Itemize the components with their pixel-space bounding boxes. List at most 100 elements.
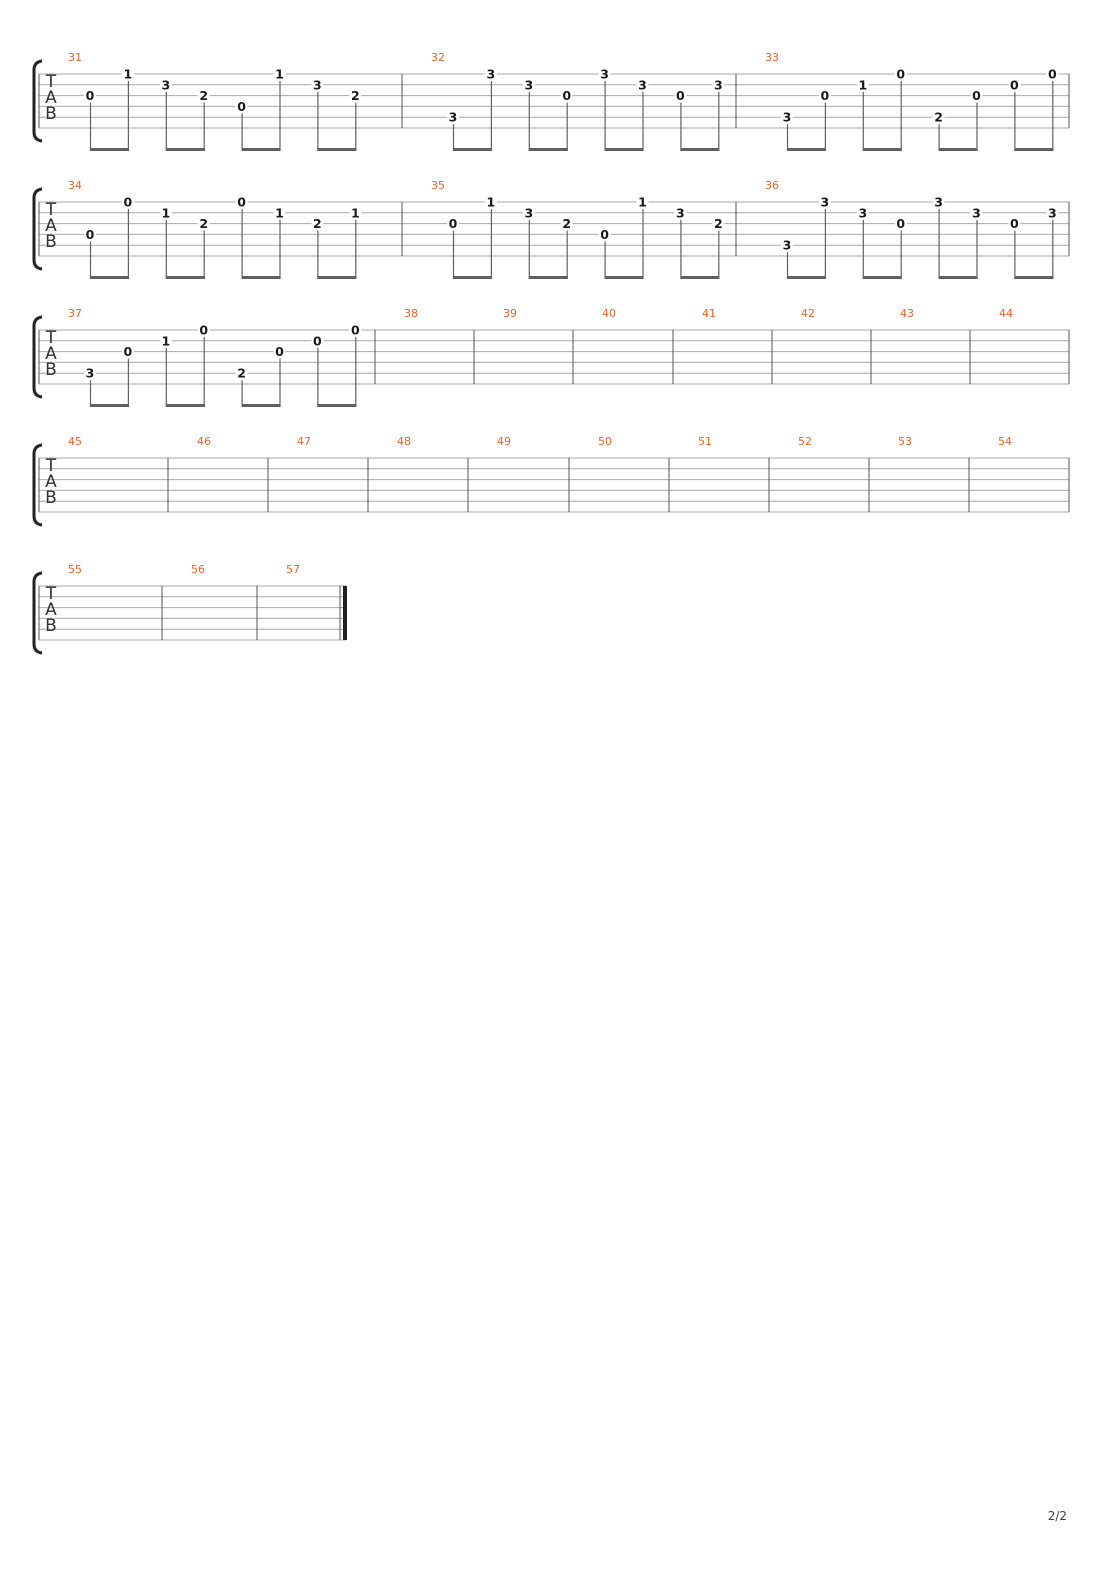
fret-knockout: [349, 324, 362, 336]
measure-number: 31: [68, 51, 82, 64]
fret-knockout: [349, 89, 362, 102]
note-beam: [1014, 276, 1054, 279]
measure-number: 36: [765, 179, 779, 192]
fret-knockout: [235, 100, 248, 113]
measure-number: 50: [598, 435, 612, 448]
measure-number: 35: [431, 179, 445, 192]
fret-knockout: [674, 89, 687, 102]
fret-number: 0: [86, 88, 95, 103]
fret-number: 0: [124, 344, 133, 359]
fret-number: 3: [783, 238, 792, 253]
note-beam: [165, 404, 205, 407]
fret-number: 2: [351, 88, 360, 103]
fret-number: 3: [86, 366, 95, 381]
measure-number: 45: [68, 435, 82, 448]
note-beam: [787, 276, 826, 279]
note-beam: [241, 404, 281, 407]
measure-number: 40: [602, 307, 616, 320]
fret-number: 1: [487, 195, 496, 210]
measure-number: 34: [68, 179, 82, 192]
fret-number: 2: [199, 88, 208, 103]
fret-number: 2: [237, 366, 246, 381]
note-beam: [453, 276, 492, 279]
fret-number: 0: [199, 323, 208, 338]
note-beam: [862, 148, 902, 151]
note-beam: [1014, 148, 1054, 151]
fret-knockout: [636, 78, 649, 91]
tab-clef-b: B: [45, 488, 57, 508]
fret-number: 0: [237, 195, 246, 210]
fret-knockout: [447, 217, 459, 230]
fret-number: 0: [351, 323, 360, 338]
note-beam: [317, 276, 357, 279]
fret-knockout: [311, 334, 324, 347]
measure-number: 44: [999, 307, 1013, 320]
fret-knockout: [636, 196, 649, 208]
fret-number: 1: [638, 195, 647, 210]
fret-knockout: [197, 217, 210, 230]
page-number: 2/2: [1047, 1509, 1067, 1523]
note-beam: [453, 148, 492, 151]
measure-number: 54: [998, 435, 1012, 448]
system-bracket: [32, 59, 43, 143]
note-beam: [938, 276, 978, 279]
fret-knockout: [484, 196, 497, 208]
fret-knockout: [84, 89, 96, 102]
measure-number: 37: [68, 307, 82, 320]
fret-knockout: [273, 206, 286, 219]
tab-clef-t: T: [45, 584, 57, 604]
note-beam: [317, 404, 357, 407]
fret-number: 3: [524, 205, 533, 220]
fret-number: 0: [275, 344, 284, 359]
fret-knockout: [781, 239, 793, 252]
fret-knockout: [674, 206, 687, 219]
fret-number: 0: [1048, 67, 1057, 82]
fret-knockout: [159, 334, 172, 347]
fret-knockout: [1008, 217, 1021, 230]
tab-clef-a: A: [45, 344, 57, 364]
note-beam: [90, 404, 129, 407]
fret-number: 3: [487, 67, 496, 82]
fret-knockout: [121, 345, 134, 358]
fret-number: 3: [449, 110, 458, 125]
fret-knockout: [84, 367, 96, 380]
fret-knockout: [84, 228, 96, 241]
measure-number: 56: [191, 563, 205, 576]
fret-number: 0: [600, 227, 609, 242]
fret-number: 0: [972, 88, 981, 103]
fret-knockout: [712, 217, 725, 230]
fret-knockout: [349, 206, 362, 219]
fret-knockout: [856, 78, 869, 91]
measure-number: 41: [702, 307, 716, 320]
final-barline: [343, 586, 347, 640]
fret-number: 3: [676, 205, 685, 220]
fret-number: 0: [1010, 77, 1019, 92]
system-bracket: [32, 187, 43, 271]
fret-number: 1: [858, 77, 867, 92]
note-beam: [604, 148, 644, 151]
fret-number: 3: [821, 195, 830, 210]
note-beam: [317, 148, 357, 151]
fret-number: 3: [638, 77, 647, 92]
fret-number: 2: [313, 216, 322, 231]
note-beam: [528, 276, 568, 279]
tab-clef-t: T: [45, 72, 57, 92]
fret-knockout: [273, 68, 286, 80]
tab-clef-t: T: [45, 328, 57, 348]
system-bracket: [32, 443, 43, 527]
measure-number: 57: [286, 563, 300, 576]
fret-knockout: [970, 206, 983, 219]
measure-number: 49: [497, 435, 511, 448]
note-beam: [680, 148, 720, 151]
fret-number: 0: [562, 88, 571, 103]
fret-knockout: [235, 367, 248, 380]
fret-number: 1: [275, 205, 284, 220]
fret-number: 0: [896, 67, 905, 82]
fret-knockout: [894, 217, 907, 230]
tab-clef-t: T: [45, 200, 57, 220]
tab-clef-a: A: [45, 472, 57, 492]
fret-knockout: [197, 324, 210, 336]
note-beam: [938, 148, 978, 151]
measure-number: 51: [698, 435, 712, 448]
